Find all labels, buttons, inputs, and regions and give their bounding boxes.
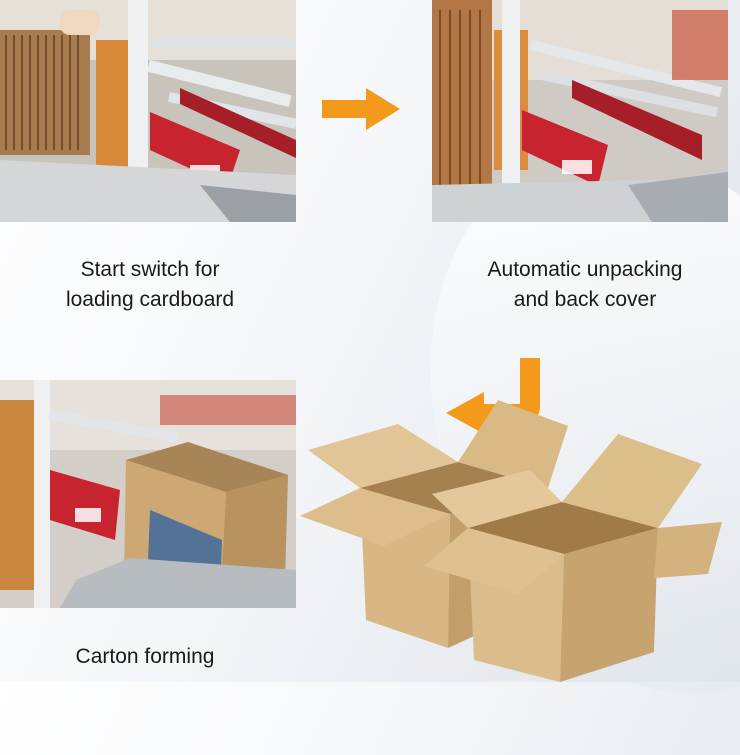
right-arrow-icon [320,86,402,132]
open-cartons-illustration [298,398,726,682]
caption-step-2-line-2: and back cover [513,288,657,311]
caption-step-2-line-1: Automatic unpacking [487,258,683,281]
caption-step-1-line-2: loading cardboard [65,288,235,311]
caption-step-3-line-1: Carton forming [75,645,215,668]
photo-unpacking [432,0,728,222]
caption-step-2: Automatic unpacking and back cover [440,255,730,315]
caption-step-3: Carton forming [20,642,270,672]
carton-right [424,434,722,682]
caption-step-1-line-1: Start switch for [80,258,220,281]
photo-start-switch [0,0,296,222]
caption-step-1: Start switch for loading cardboard [20,255,280,315]
photo-carton-forming [0,380,296,608]
